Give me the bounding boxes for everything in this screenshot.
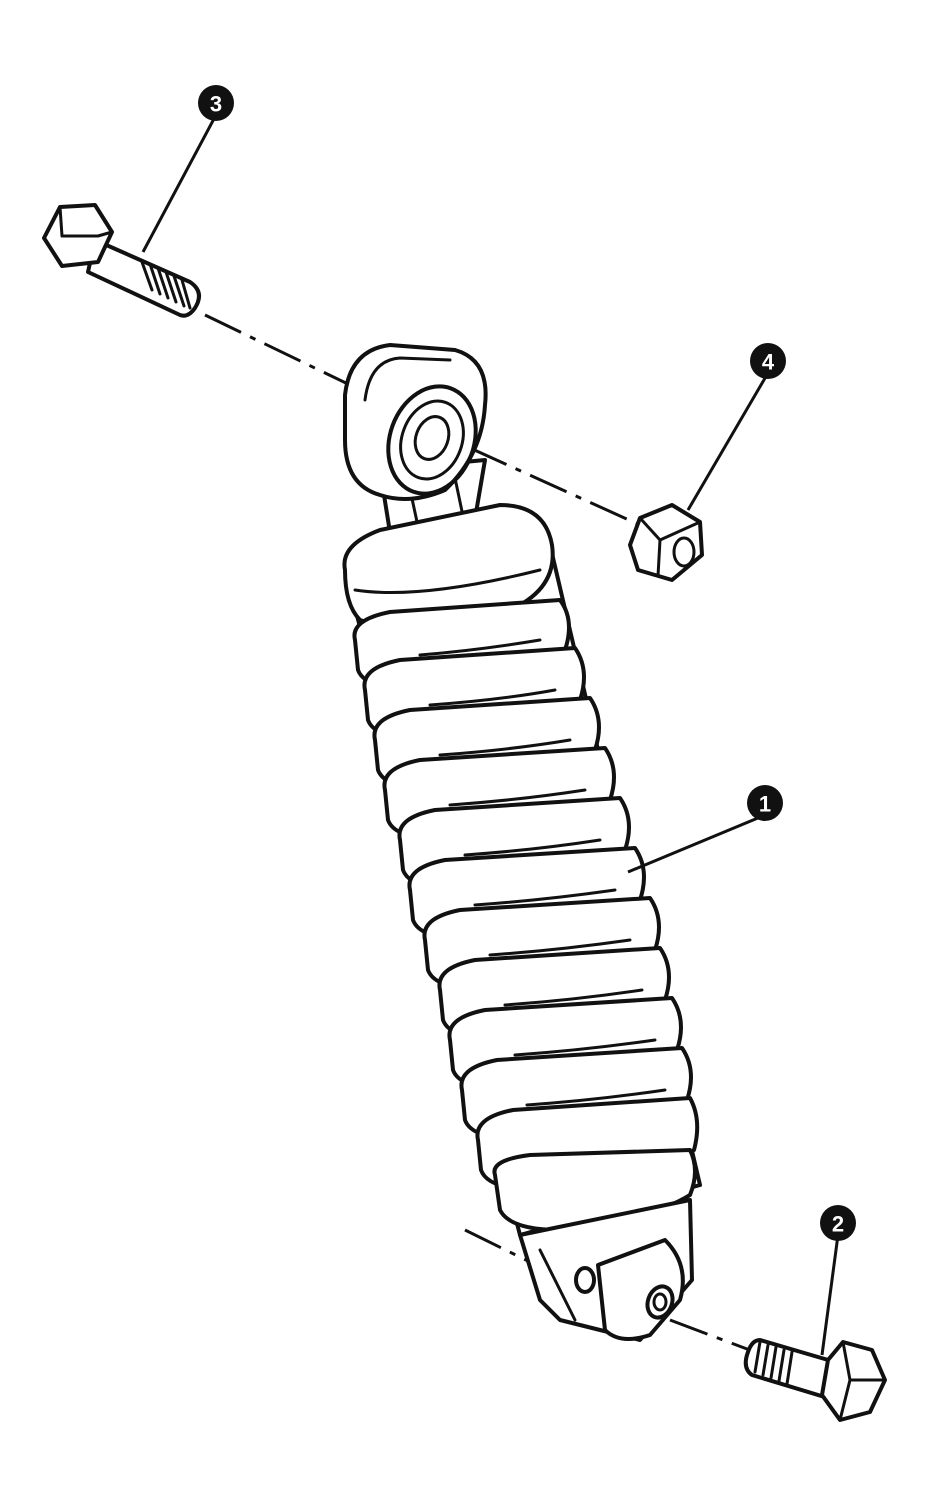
callout-3: 3 bbox=[198, 85, 234, 121]
shock-absorber bbox=[342, 343, 702, 1342]
callout-1-label: 1 bbox=[759, 792, 771, 817]
callout-4-circle bbox=[750, 343, 786, 379]
leader-line-4 bbox=[686, 372, 770, 511]
leader-line-3 bbox=[141, 114, 218, 253]
upper-nut-axis-line bbox=[469, 446, 641, 527]
lower-bolt bbox=[743, 1338, 887, 1422]
callout-2: 2 bbox=[820, 1205, 856, 1241]
leader-line-1 bbox=[627, 813, 766, 874]
callout-3-label: 3 bbox=[210, 92, 222, 117]
coil-spring bbox=[342, 503, 700, 1232]
callout-4-label: 4 bbox=[762, 350, 775, 375]
callout-1: 1 bbox=[747, 785, 783, 821]
alignment-lines bbox=[204, 313, 756, 1354]
upper-nut bbox=[628, 503, 704, 582]
callout-2-label: 2 bbox=[832, 1212, 844, 1237]
leader-lines bbox=[141, 114, 840, 1356]
callout-2-circle bbox=[820, 1205, 856, 1241]
lower-left-axis-line bbox=[464, 1228, 531, 1264]
lower-bolt-axis-line bbox=[669, 1318, 756, 1354]
upper-bolt bbox=[42, 203, 201, 318]
callout-4: 4 bbox=[750, 343, 786, 379]
callout-3-circle bbox=[198, 85, 234, 121]
leader-line-2 bbox=[820, 1234, 840, 1356]
upper-bolt-axis-line bbox=[204, 313, 351, 387]
callout-1-circle bbox=[747, 785, 783, 821]
